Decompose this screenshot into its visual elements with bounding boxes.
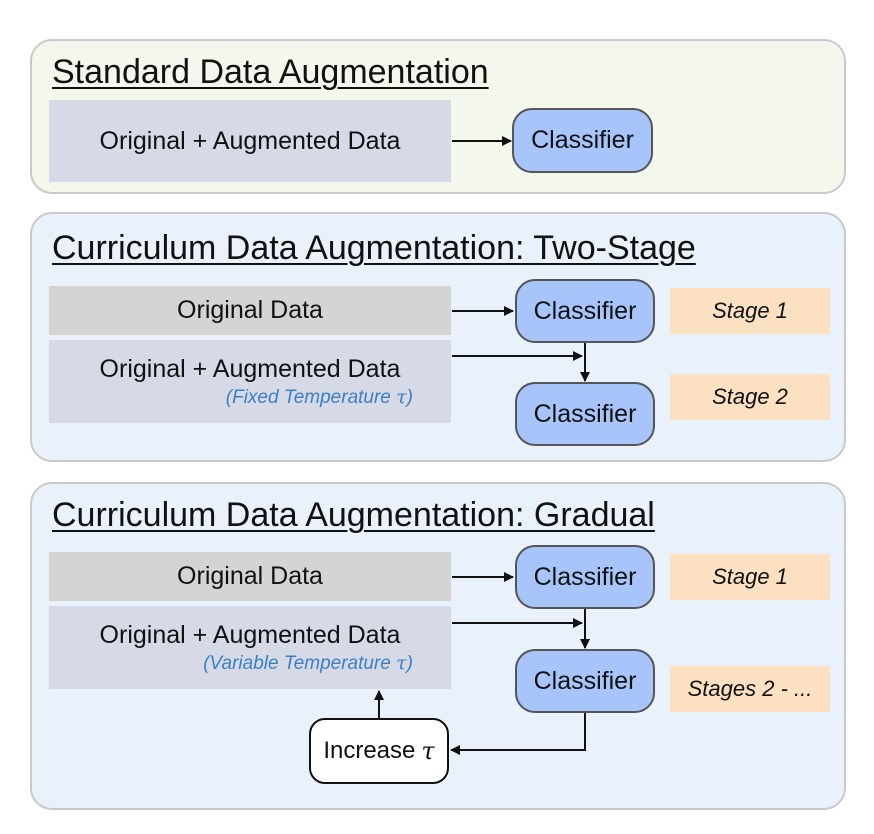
two-stage-stage-1-label: Stage 1 (712, 298, 788, 323)
gradual-stage-1-label: Stage 1 (712, 564, 788, 589)
gradual-stage-2-label: Stages 2 - ... (687, 676, 813, 701)
gradual-original-data-box: Original Data (49, 552, 451, 601)
fixed-temperature-tau-symbol: τ (396, 385, 407, 408)
increase-label: Increase (323, 737, 416, 764)
standard-classifier: Classifier (512, 108, 653, 173)
two-stage-original-data-box: Original Data (49, 286, 451, 335)
standard-classifier-label: Classifier (531, 126, 634, 154)
gradual-stage-2-badge: Stages 2 - ... (670, 666, 830, 712)
variable-temperature-note: (Variable Temperature τ) (203, 652, 413, 675)
two-stage-original-data-label: Original Data (177, 296, 323, 324)
two-stage-stage-2-badge: Stage 2 (670, 374, 830, 420)
gradual-augmented-data-label: Original + Augmented Data (99, 620, 401, 649)
variable-temperature-tau-symbol: τ (396, 651, 407, 674)
standard-augmented-data-box: Original + Augmented Data (49, 100, 451, 182)
two-stage-augmented-data-label: Original + Augmented Data (99, 354, 401, 383)
two-stage-classifier-2-label: Classifier (533, 399, 637, 428)
gradual-augmented-data-box: Original + Augmented Data (Variable Temp… (49, 606, 451, 689)
gradual-classifier-2: Classifier (515, 649, 655, 713)
standard-panel-title: Standard Data Augmentation (52, 53, 489, 91)
two-stage-augmented-data-box: Original + Augmented Data (Fixed Tempera… (49, 340, 451, 423)
gradual-classifier-1: Classifier (515, 545, 655, 609)
fixed-temperature-note: (Fixed Temperature τ) (226, 386, 413, 409)
classifier-to-increase-arrow (450, 713, 586, 755)
gradual-stage-1-badge: Stage 1 (670, 554, 830, 600)
two-stage-classifier-1: Classifier (515, 279, 655, 343)
fixed-temperature-note-close: ) (406, 386, 413, 408)
gradual-original-data-label: Original Data (177, 562, 323, 590)
gradual-classifier-1-label: Classifier (533, 562, 637, 591)
variable-temperature-note-text: (Variable Temperature (203, 652, 391, 674)
increase-tau-symbol: τ (421, 737, 435, 765)
two-stage-stage-1-badge: Stage 1 (670, 288, 830, 334)
gradual-panel-title: Curriculum Data Augmentation: Gradual (52, 496, 655, 534)
two-stage-classifier-2: Classifier (515, 382, 655, 446)
two-stage-classifier-1-label: Classifier (533, 296, 637, 325)
variable-temperature-note-close: ) (406, 652, 413, 674)
fixed-temperature-note-text: (Fixed Temperature (225, 386, 391, 408)
standard-augmented-data-label: Original + Augmented Data (99, 126, 401, 155)
two-stage-panel-title: Curriculum Data Augmentation: Two-Stage (52, 229, 696, 267)
two-stage-stage-2-label: Stage 2 (712, 384, 788, 409)
gradual-classifier-2-label: Classifier (533, 666, 637, 695)
